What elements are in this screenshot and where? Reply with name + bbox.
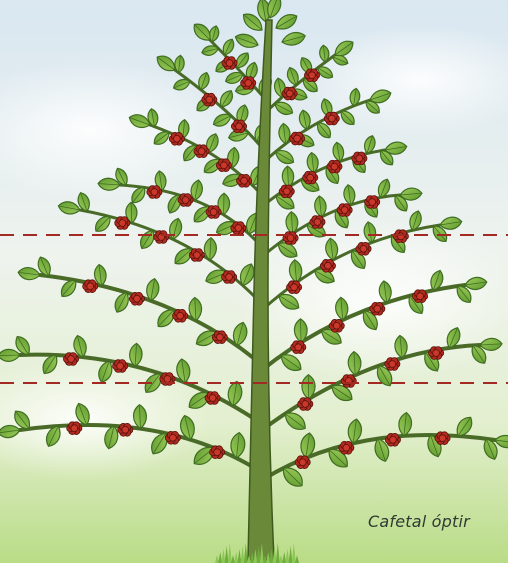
coffee-cherry-cluster xyxy=(279,185,294,198)
coffee-cherry-cluster xyxy=(352,152,367,165)
coffee-cherry-cluster xyxy=(324,112,339,125)
coffee-cherry-cluster xyxy=(295,456,310,469)
coffee-cherry-cluster xyxy=(241,77,256,90)
coffee-cherry-cluster xyxy=(320,259,335,272)
coffee-cherry-cluster xyxy=(282,87,297,100)
coffee-cherry-cluster xyxy=(63,353,78,366)
coffee-cherry-cluster xyxy=(385,433,400,446)
coffee-cherry-cluster xyxy=(83,280,98,293)
coffee-cherry-cluster xyxy=(337,204,352,217)
coffee-cherry-cluster xyxy=(212,331,227,344)
coffee-cherry-cluster xyxy=(194,145,209,158)
coffee-cherry-cluster xyxy=(202,93,217,106)
coffee-cherry-cluster xyxy=(286,281,301,294)
coffee-cherry-cluster xyxy=(113,360,128,373)
coffee-cherry-cluster xyxy=(428,347,443,360)
coffee-cherry-cluster xyxy=(365,196,380,209)
coffee-cherry-cluster xyxy=(169,132,184,145)
coffee-cherry-cluster xyxy=(189,249,204,262)
coffee-cherry-cluster xyxy=(303,171,318,184)
coffee-cherry-cluster xyxy=(283,232,298,245)
coffee-cherry-cluster xyxy=(385,358,400,371)
coffee-cherry-cluster xyxy=(370,302,385,315)
coffee-cherry-cluster xyxy=(173,309,188,322)
coffee-cherry-cluster xyxy=(435,432,450,445)
coffee-cherry-cluster xyxy=(178,194,193,207)
coffee-cherry-cluster xyxy=(210,446,225,459)
coffee-cherry-cluster xyxy=(222,271,237,284)
coffee-cherry-cluster xyxy=(291,341,306,354)
coffee-cherry-cluster xyxy=(310,216,325,229)
coffee-cherry-cluster xyxy=(222,57,237,70)
coffee-cherry-cluster xyxy=(393,230,408,243)
coffee-cherry-cluster xyxy=(231,222,246,235)
coffee-cherry-cluster xyxy=(327,160,342,173)
coffee-cherry-cluster xyxy=(118,423,133,436)
coffee-cherry-cluster xyxy=(356,242,371,255)
coffee-cherry-cluster xyxy=(290,132,305,145)
coffee-cherry-cluster xyxy=(231,120,246,133)
coffee-cherry-cluster xyxy=(298,398,313,411)
coffee-cherry-cluster xyxy=(236,174,251,187)
coffee-cherry-cluster xyxy=(412,290,427,303)
coffee-cherry-cluster xyxy=(147,186,162,199)
caption-text: Cafetal óptir xyxy=(368,512,470,531)
coffee-cherry-cluster xyxy=(216,159,231,172)
coffee-cherry-cluster xyxy=(165,431,180,444)
coffee-cherry-cluster xyxy=(329,319,344,332)
coffee-cherry-cluster xyxy=(129,292,144,305)
coffee-cherry-cluster xyxy=(205,392,220,405)
coffee-cherry-cluster xyxy=(154,231,169,244)
coffee-cherry-cluster xyxy=(339,441,354,454)
coffee-cherry-cluster xyxy=(67,422,82,435)
coffee-cherry-cluster xyxy=(341,375,356,388)
coffee-cherry-cluster xyxy=(206,206,221,219)
coffee-cherry-cluster xyxy=(304,69,319,82)
coffee-cherry-cluster xyxy=(115,217,130,230)
